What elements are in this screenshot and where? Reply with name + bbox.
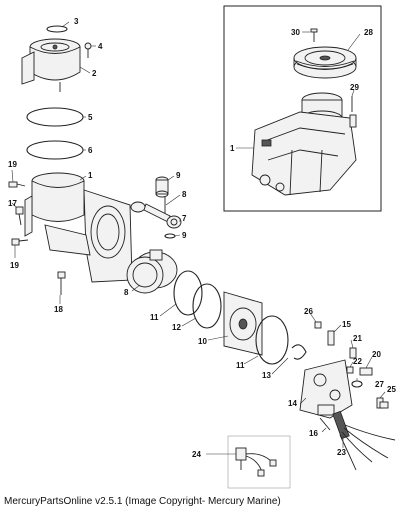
gasket-12-part (192, 283, 222, 329)
fitting-20-part (359, 367, 373, 376)
callout-18: 18 (54, 305, 63, 314)
callout-3: 3 (74, 17, 79, 26)
callout-11-lower: 11 (236, 361, 245, 370)
crank-rotor-part (126, 249, 178, 294)
callout-24: 24 (192, 450, 201, 459)
callout-4: 4 (98, 42, 103, 51)
callout-16: 16 (309, 429, 318, 438)
callout-20: 20 (372, 350, 381, 359)
callout-8-upper: 8 (182, 190, 187, 199)
screw-16-part (319, 417, 331, 431)
pulley-bolt-part (310, 28, 318, 42)
callout-28: 28 (364, 28, 373, 37)
callout-5: 5 (88, 113, 93, 122)
callout-11-upper: 11 (150, 313, 159, 322)
valve-housing-part (299, 359, 353, 419)
callout-1-inset: 1 (230, 144, 235, 153)
callout-22: 22 (353, 357, 362, 366)
fitting-19-upper-part (8, 181, 26, 188)
callout-7: 7 (182, 214, 187, 223)
callout-8-lower: 8 (124, 288, 129, 297)
o-ring-27-part (351, 380, 363, 388)
callout-12: 12 (172, 323, 181, 332)
callout-9-lower: 9 (182, 231, 187, 240)
callout-6: 6 (88, 146, 93, 155)
head-screw-part (84, 42, 92, 58)
image-caption: MercuryPartsOnline v2.5.1 (Image Copyrig… (4, 496, 281, 507)
fitting-26-part (314, 321, 322, 329)
callout-9-upper: 9 (176, 171, 181, 180)
callout-labels: 3 4 2 5 6 1 19 17 19 18 9 8 7 9 8 11 12 … (8, 17, 396, 459)
callout-29: 29 (350, 83, 359, 92)
end-plate-part (223, 291, 263, 356)
callout-17: 17 (8, 199, 17, 208)
callout-1: 1 (88, 171, 93, 180)
gasket-lower-part (26, 140, 84, 160)
callout-21: 21 (353, 334, 362, 343)
callout-19-upper: 19 (8, 160, 17, 169)
assembled-compressor-part (251, 92, 357, 196)
connecting-rod-part (130, 201, 182, 229)
wire-harness-24-part (235, 447, 277, 477)
leader-lines (11, 21, 386, 455)
elbow-fitting-part (57, 271, 66, 295)
inset-frame (223, 5, 382, 212)
sensor-harness-part (332, 401, 396, 471)
cylinder-block-part (24, 172, 133, 283)
fitting-15-part (327, 330, 335, 346)
piston-clip-part (164, 233, 176, 239)
gasket-11-upper-part (173, 270, 203, 316)
callout-19-lower: 19 (10, 261, 19, 270)
callout-23: 23 (337, 448, 346, 457)
callout-10: 10 (198, 337, 207, 346)
callout-14: 14 (288, 399, 297, 408)
harness-24-frame (227, 435, 291, 489)
callout-2: 2 (92, 69, 97, 78)
piston-part (155, 176, 169, 198)
fitting-17-part (15, 206, 24, 226)
callout-26: 26 (304, 307, 313, 316)
fitting-22-part (346, 366, 354, 374)
seal-ring-part (291, 344, 307, 360)
callout-13: 13 (262, 371, 271, 380)
callout-25: 25 (387, 385, 396, 394)
gasket-upper-part (26, 107, 84, 127)
compressor-head-part (21, 38, 81, 92)
callout-15: 15 (342, 320, 351, 329)
fitting-19-lower-part (11, 238, 29, 246)
callout-27: 27 (375, 380, 384, 389)
pulley-part (293, 46, 357, 79)
gasket-11-lower-part (255, 315, 289, 365)
retaining-ring-part (46, 25, 68, 33)
callout-30: 30 (291, 28, 300, 37)
